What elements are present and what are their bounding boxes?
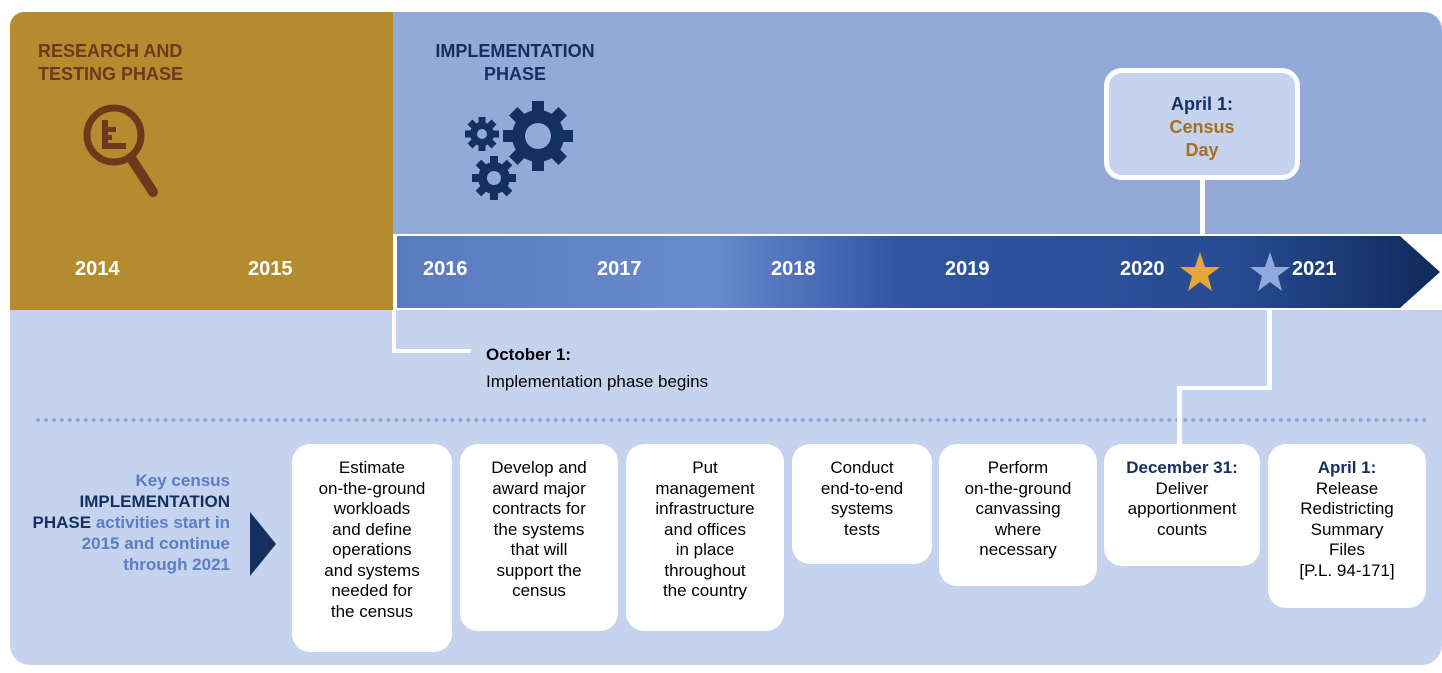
activity-text-2: Develop and award major contracts for th… [491, 458, 587, 600]
star-blue-icon [1250, 252, 1290, 291]
year-2020: 2020 [1120, 258, 1165, 280]
activity-card-5: Perform on-the-ground canvassing where n… [939, 444, 1097, 586]
activity-card-6: December 31: Deliver apportionment count… [1104, 444, 1260, 566]
year-2015: 2015 [248, 258, 293, 280]
gears-icon [465, 101, 573, 200]
activity-text-3: Put management infrastructure and office… [655, 458, 755, 600]
release-connector-horizontal [1177, 386, 1272, 390]
star-gold-icon [1180, 252, 1220, 291]
timeline-research-band [10, 234, 393, 310]
research-phase-panel [10, 12, 393, 234]
implementation-phase-title: IMPLEMENTATION PHASE [435, 41, 595, 84]
key-activities-caption: Key census IMPLEMENTATION PHASE activiti… [30, 470, 230, 575]
october-date: October 1: [486, 345, 572, 364]
activity-text-6: Deliver apportionment counts [1127, 478, 1237, 539]
activity-text-1: Estimate on-the-ground workloads and def… [318, 458, 426, 621]
activity-text-4: Conduct end-to-end systems tests [820, 458, 904, 539]
release-connector-vertical [1267, 310, 1272, 390]
magnifier-chart-icon [83, 104, 158, 197]
key-caption-highlight: IMPLEMENTATION PHASE [32, 492, 230, 532]
activity-date-6: December 31: [1126, 458, 1238, 477]
october-connector-vertical [392, 310, 396, 353]
census-day-date: April 1: [1170, 94, 1233, 114]
activity-date-7: April 1: [1317, 458, 1377, 477]
triangle-right-icon [250, 512, 276, 576]
census-day-callout: April 1: Census Day [1104, 68, 1300, 180]
activity-card-1: Estimate on-the-ground workloads and def… [292, 444, 452, 652]
year-2017: 2017 [597, 258, 642, 280]
activity-card-7: April 1: Release Redistricting Summary F… [1268, 444, 1426, 608]
year-2019: 2019 [945, 258, 990, 280]
research-phase-title: RESEARCH AND TESTING PHASE [38, 41, 184, 84]
activity-text-7: Release Redistricting Summary Files [P.L… [1299, 478, 1395, 580]
key-caption-part2: activities start in 2015 and continue th… [81, 513, 230, 574]
year-2018: 2018 [771, 258, 816, 280]
census-day-connector [1200, 180, 1205, 236]
timeline-arrow [397, 236, 1440, 308]
year-2021: 2021 [1292, 258, 1337, 280]
activity-text-5: Perform on-the-ground canvassing where n… [964, 458, 1072, 559]
census-day-label: Census Day [1169, 117, 1235, 160]
year-2014: 2014 [75, 258, 120, 280]
activity-card-2: Develop and award major contracts for th… [460, 444, 618, 631]
year-2016: 2016 [423, 258, 468, 280]
dotted-divider [36, 418, 1428, 422]
october-connector-horizontal [392, 349, 471, 353]
key-caption-part1: Key census [135, 471, 231, 490]
release-connector-drop [1177, 386, 1182, 448]
activity-card-4: Conduct end-to-end systems tests [792, 444, 932, 564]
activity-card-3: Put management infrastructure and office… [626, 444, 784, 631]
october-description: Implementation phase begins [486, 372, 709, 391]
